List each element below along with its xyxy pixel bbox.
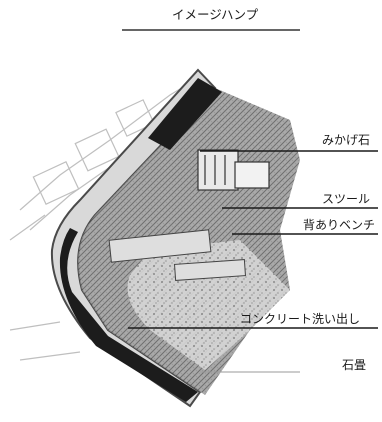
dark-band-upper: [148, 78, 222, 150]
label-polished-stone: みかげ石: [322, 133, 371, 147]
label-stool: スツール: [322, 192, 371, 206]
bench-sketch: [108, 229, 247, 281]
paving-sketch: [9, 79, 196, 361]
dark-band-lower: [59, 228, 199, 402]
diagram-title: イメージハンプ: [172, 7, 259, 22]
label-exposed-aggregate: コンクリート洗い出し: [240, 312, 361, 326]
concrete-area: [127, 240, 290, 370]
label-backrest-bench: 背ありベンチ: [303, 218, 376, 232]
stool-sketch: [197, 149, 270, 191]
label-paving: 石畳: [342, 358, 367, 372]
